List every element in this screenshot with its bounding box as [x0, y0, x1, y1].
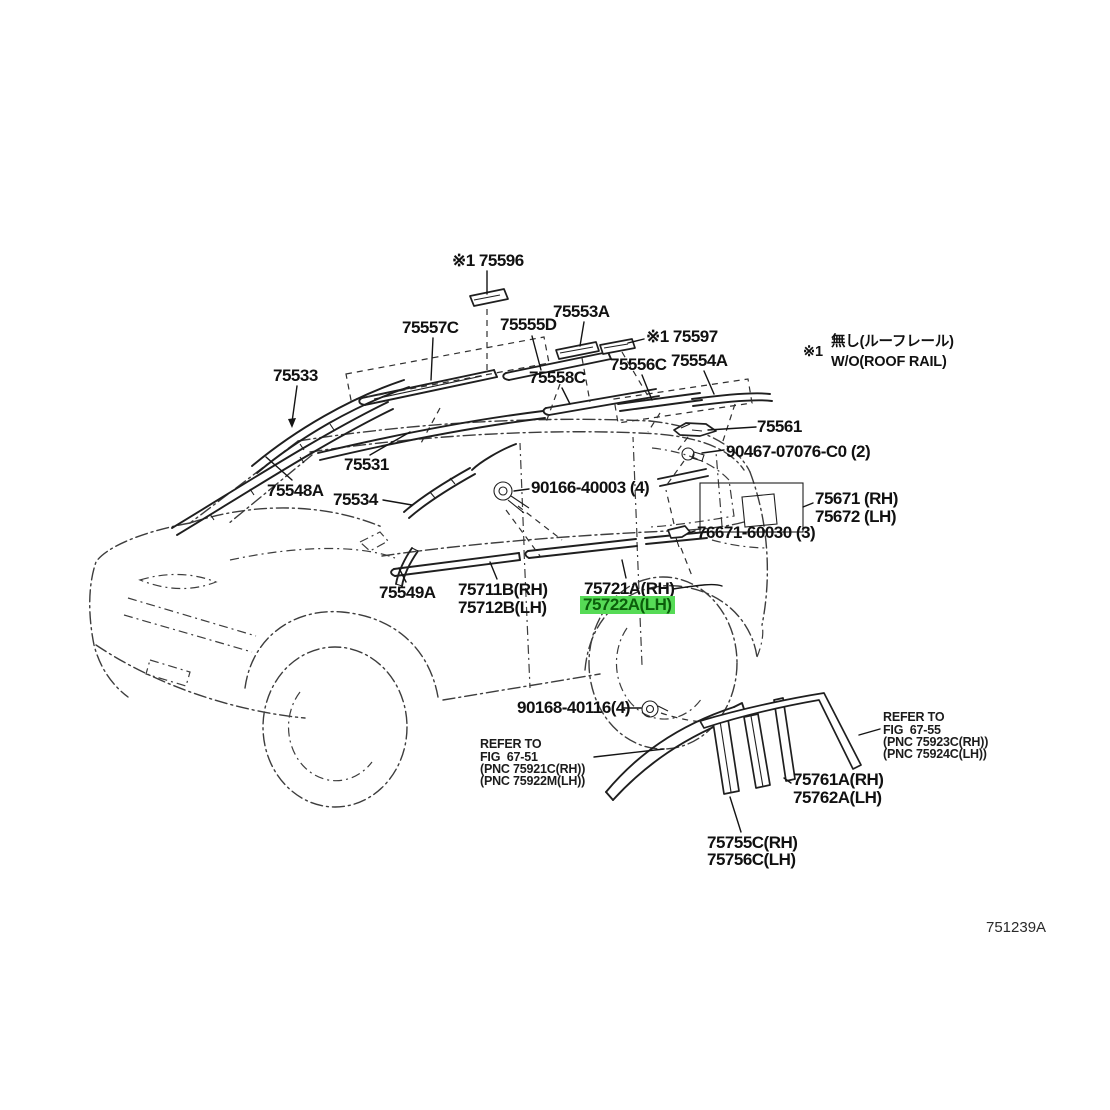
part-label-75548A[interactable]: 75548A: [267, 481, 324, 500]
label-ref55-3: (PNC 75923C(RH)): [883, 735, 989, 749]
part-label-75531[interactable]: 75531: [344, 455, 389, 474]
part-label-75561[interactable]: 75561: [757, 417, 802, 436]
label-note-en: W/O(ROOF RAIL): [831, 354, 947, 370]
leader-lines: [265, 270, 881, 833]
part-label-75554A[interactable]: 75554A: [671, 351, 728, 370]
label-ref55-1: REFER TO: [883, 710, 945, 724]
part-label-75555D[interactable]: 75555D: [500, 315, 557, 334]
part-label-75722A-highlighted[interactable]: 75722A(LH): [580, 596, 675, 614]
part-label-75549A[interactable]: 75549A: [379, 583, 436, 602]
belt-moulding-strips: [390, 531, 708, 587]
label-ref51-4: (PNC 75922M(LH)): [480, 774, 586, 788]
part-label-75672[interactable]: 75672 (LH): [815, 507, 896, 526]
label-note-jp: 無し(ルーフレール): [831, 334, 954, 350]
part-label-75558C[interactable]: 75558C: [529, 368, 586, 387]
part-label-75671[interactable]: 75671 (RH): [815, 489, 898, 508]
part-label-75756C[interactable]: 75756C(LH): [707, 850, 796, 869]
part-label-75557C[interactable]: 75557C: [402, 318, 459, 337]
part-label-75712B[interactable]: 75712B(LH): [458, 598, 547, 617]
label-drawing-number: 751239A: [986, 919, 1047, 936]
label-ref51-3: (PNC 75921C(RH)): [480, 762, 586, 776]
part-label-75755C[interactable]: 75755C(RH): [707, 833, 798, 852]
part-label-75597[interactable]: ※1 75597: [646, 327, 718, 346]
roof-moulding-strips: [345, 288, 773, 446]
quarter-panel-detail: [657, 468, 814, 549]
windshield-pillar-mouldings: [171, 379, 546, 536]
part-label-75534[interactable]: 75534: [333, 490, 378, 509]
car-body-outline: [89, 418, 769, 808]
part-label-75553A[interactable]: 75553A: [553, 302, 610, 321]
part-label-90168[interactable]: 90168-40116(4): [517, 698, 631, 717]
label-ref51-1: REFER TO: [480, 737, 542, 751]
part-label-90166[interactable]: 90166-40003 (4): [531, 478, 650, 497]
label-ref51-2: FIG 67-51: [480, 750, 538, 764]
part-label-75596[interactable]: ※1 75596: [452, 251, 524, 270]
clips-and-fasteners: [493, 422, 717, 723]
part-label-90467[interactable]: 90467-07076-C0 (2): [726, 442, 871, 461]
part-label-76671[interactable]: 76671-60030 (3): [697, 523, 816, 542]
part-label-75762A[interactable]: 75762A(LH): [793, 788, 882, 807]
bottom-detail-parts: [605, 692, 862, 801]
part-label-75533[interactable]: 75533: [273, 366, 318, 385]
label-ref55-4: (PNC 75924C(LH)): [883, 747, 987, 761]
part-label-75556C[interactable]: 75556C: [610, 355, 667, 374]
label-note-marker: ※1: [803, 344, 823, 360]
part-label-75721A[interactable]: 75721A(RH): [584, 579, 675, 598]
part-label-75761A[interactable]: 75761A(RH): [793, 770, 884, 789]
label-ref55-2: FIG 67-55: [883, 723, 941, 737]
part-label-75711B[interactable]: 75711B(RH): [458, 580, 548, 599]
